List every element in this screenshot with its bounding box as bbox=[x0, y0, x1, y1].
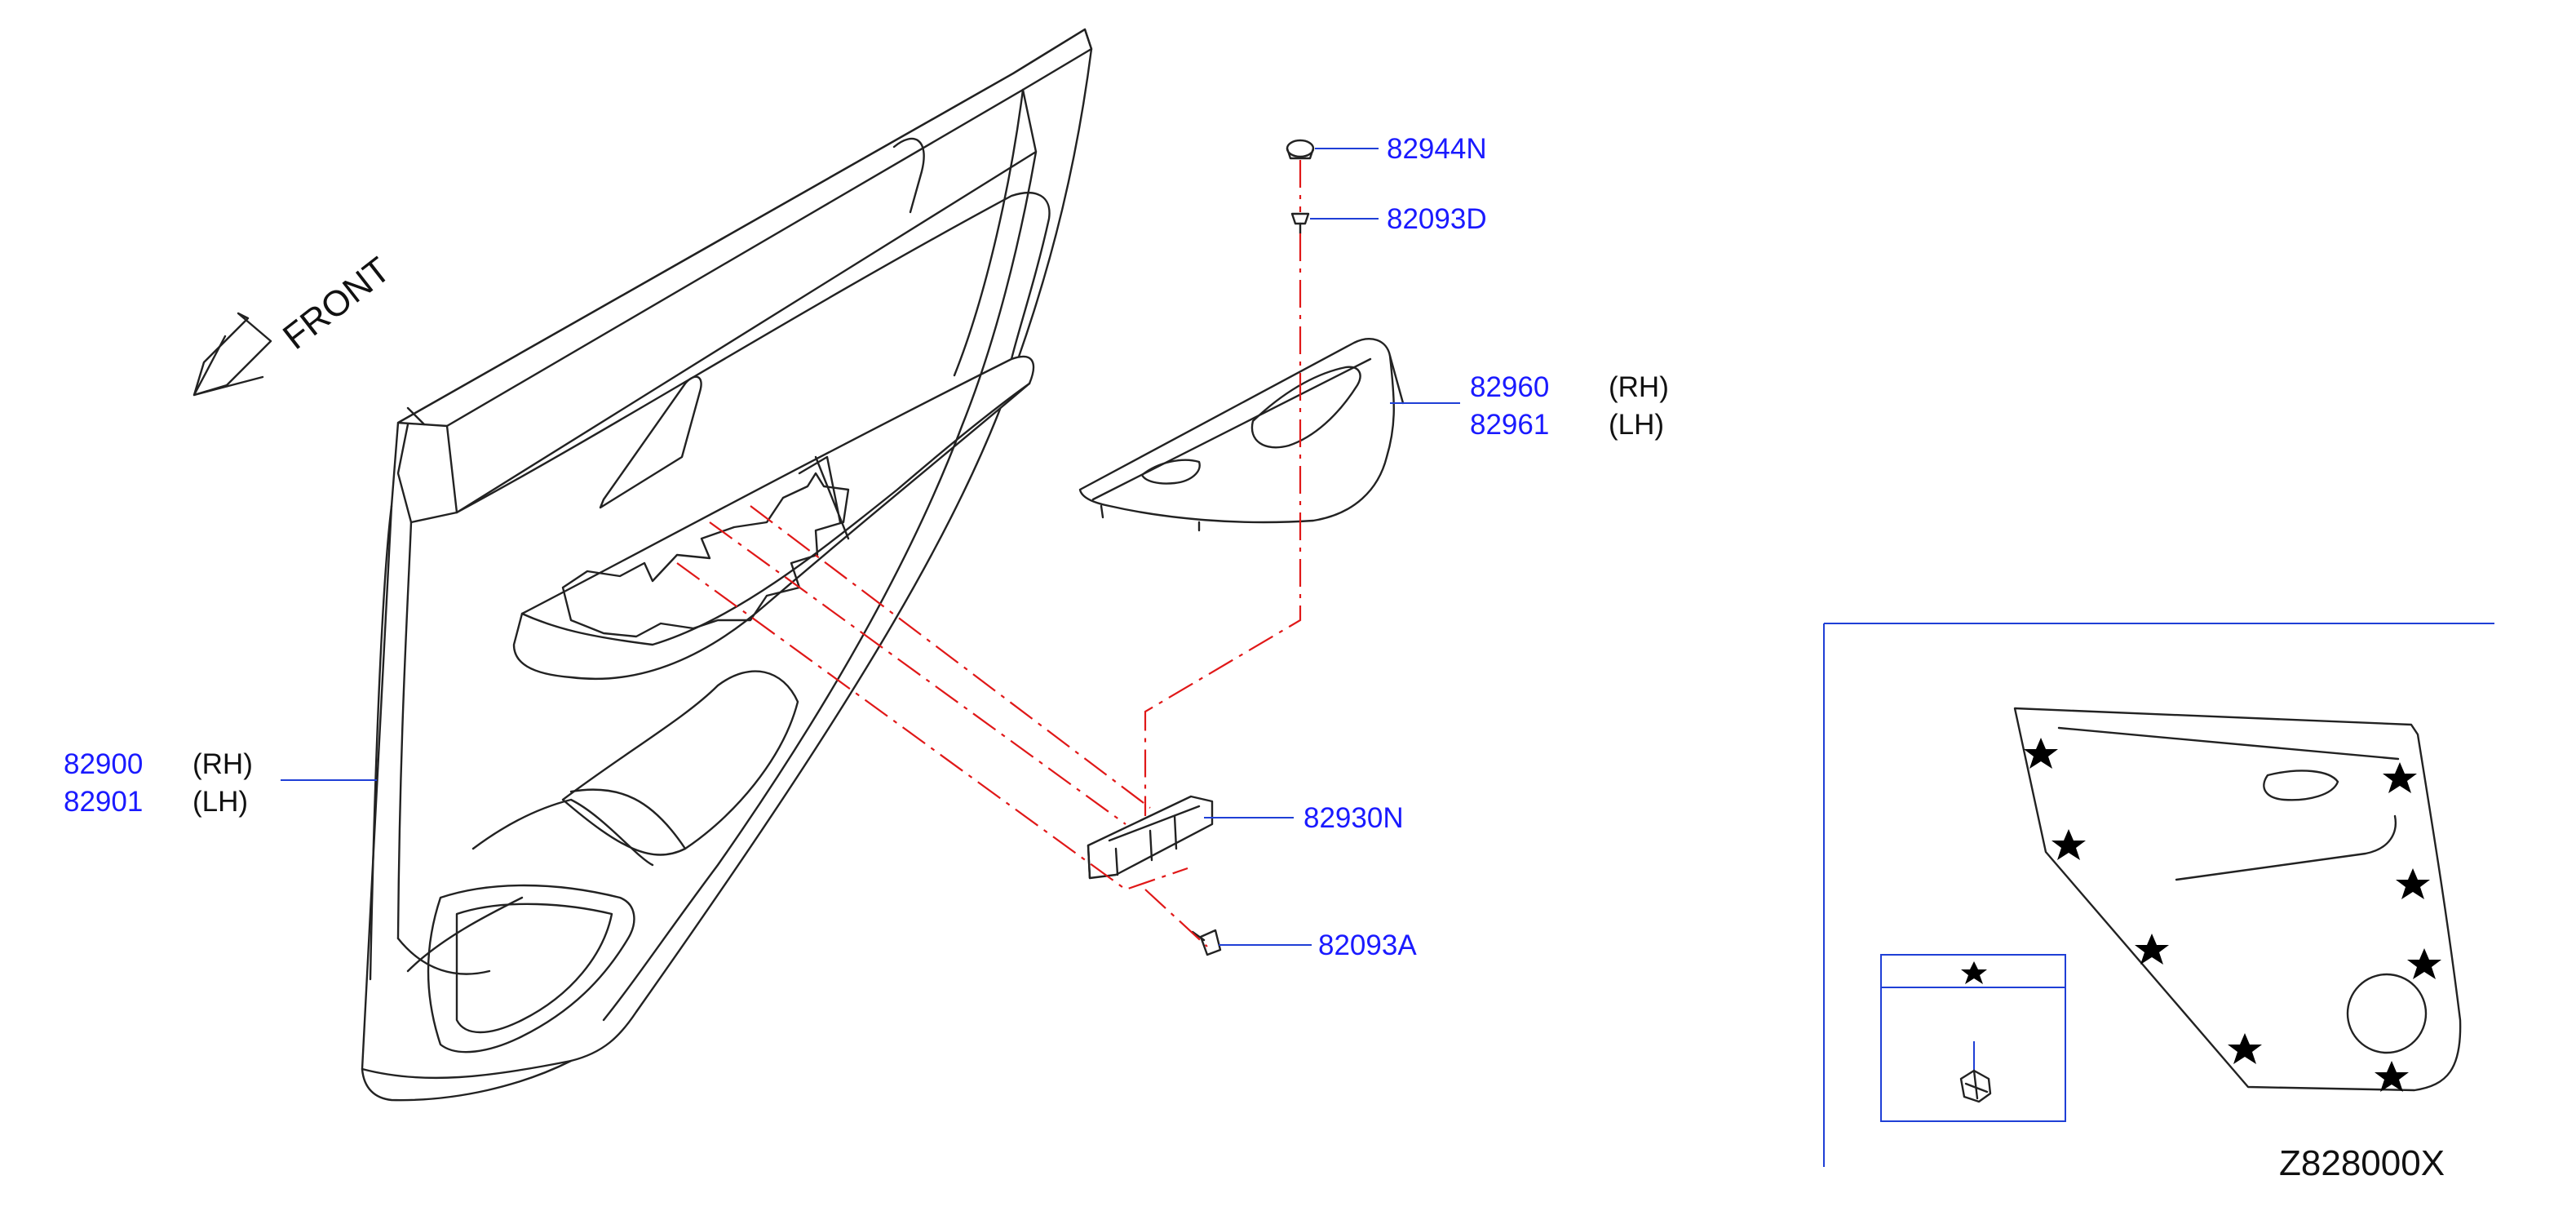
cap-part bbox=[1286, 139, 1315, 160]
clip-legend-box bbox=[1880, 954, 2066, 1122]
front-arrow-icon bbox=[193, 312, 272, 397]
star-icon bbox=[1961, 961, 1987, 984]
screw-bottom-part bbox=[1191, 929, 1222, 956]
star-icon bbox=[2052, 829, 2086, 860]
leader-lines bbox=[281, 148, 1460, 946]
star-icon bbox=[2024, 738, 2058, 769]
label-cap: 82944N bbox=[1387, 133, 1487, 165]
label-armrest-rh-side: (RH) bbox=[1609, 371, 1669, 403]
star-icon bbox=[2396, 868, 2430, 899]
star-icon bbox=[2135, 934, 2169, 965]
label-door-trim-lh-side: (LH) bbox=[193, 786, 248, 818]
star-icon bbox=[2375, 1061, 2409, 1092]
star-icon bbox=[2383, 762, 2417, 793]
front-label: FRONT bbox=[276, 250, 398, 357]
armrest-finisher bbox=[1078, 338, 1405, 532]
clip-location-inset bbox=[1823, 623, 2494, 1167]
label-bracket: 82930N bbox=[1303, 802, 1404, 834]
label-armrest-lh: 82961 bbox=[1470, 409, 1549, 441]
clip-icon bbox=[1959, 1069, 1992, 1103]
star-icon-set bbox=[2024, 738, 2441, 1092]
assembly-lines bbox=[676, 160, 1302, 947]
label-door-trim-lh: 82901 bbox=[64, 786, 143, 818]
part-labels: 82944N 82093D 82960 (RH) 82961 (LH) 8293… bbox=[64, 133, 1669, 961]
star-icon bbox=[2228, 1033, 2262, 1064]
bracket-part bbox=[1087, 795, 1214, 880]
label-armrest-rh: 82960 bbox=[1470, 371, 1549, 403]
label-door-trim-rh-side: (RH) bbox=[193, 748, 253, 780]
label-screw-bottom: 82093A bbox=[1318, 929, 1417, 961]
label-door-trim-rh: 82900 bbox=[64, 748, 143, 780]
diagram-code: Z828000X bbox=[2279, 1143, 2445, 1183]
label-screw-top: 82093D bbox=[1387, 203, 1487, 235]
door-trim-panel bbox=[361, 28, 1093, 1102]
screw-top-part bbox=[1290, 212, 1310, 235]
star-icon bbox=[2407, 948, 2441, 979]
label-armrest-lh-side: (LH) bbox=[1609, 409, 1664, 441]
